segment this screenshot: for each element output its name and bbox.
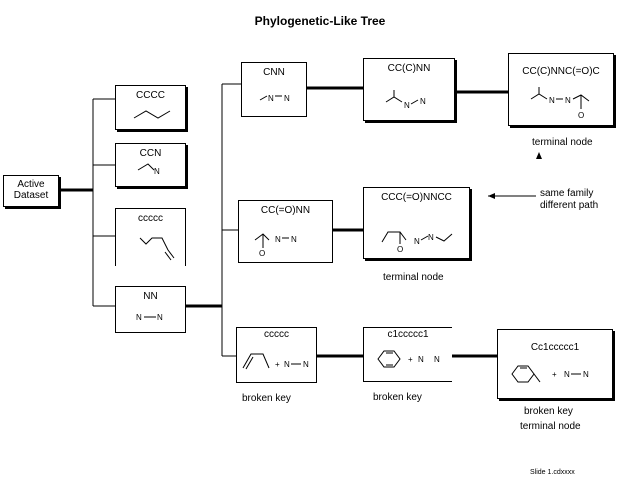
atom-label: N — [136, 313, 142, 322]
methylhydrazine-structure: N N — [259, 94, 290, 103]
atom-label: N — [414, 237, 420, 246]
atom-label: O — [397, 245, 403, 254]
isopropylhydrazine-structure: N N — [385, 90, 426, 110]
caption-same-family: same family — [540, 188, 594, 199]
caption-different-path: different path — [540, 200, 599, 211]
node-smiles-label: ccccc — [264, 329, 289, 340]
hydrazine-structure: N N — [136, 313, 163, 322]
node-ccccc-col2: ccccc + N N — [236, 327, 317, 383]
atom-label: N — [303, 360, 309, 369]
node-isopropylhydrazine: CC(C)NN N N — [363, 58, 455, 121]
active-dataset-line1: Active — [17, 179, 45, 190]
atom-label: N — [284, 360, 290, 369]
node-smiles-label: CCN — [139, 148, 162, 159]
node-smiles-label: CC(=O)NN — [260, 205, 311, 216]
atom-label: N — [404, 101, 410, 110]
node-ccccc-col1: ccccc — [115, 208, 186, 266]
pentadiene-structure — [139, 237, 175, 261]
node-smiles-label: CCC(=O)NNCC — [381, 192, 452, 203]
atom-label: N — [420, 97, 426, 106]
node-toluene: Cc1ccccc1 + N N — [497, 329, 613, 399]
atom-label: N — [157, 313, 163, 322]
caption-broken-key-col3: broken key — [373, 392, 422, 403]
node-smiles-label: CC(C)NNC(=O)C — [522, 66, 600, 77]
active-dataset-line2: Dataset — [13, 190, 49, 201]
caption-broken-key-col4: broken key — [524, 406, 573, 417]
node-smiles-label: ccccc — [138, 213, 163, 224]
plus-sign: + — [275, 360, 280, 369]
butane-structure — [133, 110, 171, 119]
atom-label: N — [268, 94, 274, 103]
active-dataset-node: Active Dataset — [3, 175, 59, 207]
node-smiles-label: CNN — [263, 67, 285, 78]
atom-label: N — [434, 355, 440, 364]
node-smiles-label: CC(C)NN — [387, 63, 431, 74]
caption-terminal-node-bottom: terminal node — [520, 421, 581, 432]
atom-label: N — [549, 96, 555, 105]
node-ccn: CCN N — [115, 143, 186, 187]
atom-label: N — [583, 370, 589, 379]
atom-label: O — [578, 111, 584, 120]
atom-label: N — [275, 235, 281, 244]
diene-plus-hydrazine-structure: + N N — [242, 353, 309, 370]
node-smiles-label: NN — [143, 291, 158, 302]
acetyl-isopropylhydrazine-structure: N N O — [530, 87, 590, 120]
ethylamine-structure: N — [137, 163, 160, 176]
node-acetyl-isopropylhydrazine: CC(C)NNC(=O)C N N O — [508, 53, 614, 126]
acetylhydrazine-structure: O N N — [254, 233, 297, 258]
node-smiles-label: CCCC — [136, 90, 165, 101]
plus-sign: + — [552, 370, 557, 379]
node-smiles-label: c1ccccc1 — [387, 329, 429, 340]
node-propionylhydrazine: CCC(=O)NNCC O N N — [363, 187, 470, 259]
caption-broken-key-col2: broken key — [242, 393, 291, 404]
diagram-title: Phylogenetic-Like Tree — [254, 14, 386, 28]
node-acetylhydrazine: CC(=O)NN O N N — [238, 200, 333, 263]
plus-sign: + — [408, 355, 413, 364]
atom-label: N — [565, 96, 571, 105]
slide-id: Slide 1.cdxxxx — [530, 469, 575, 476]
node-smiles-label: Cc1ccccc1 — [530, 342, 580, 353]
atom-label: N — [564, 370, 570, 379]
atom-label: N — [284, 94, 290, 103]
atom-label: N — [418, 355, 424, 364]
toluene-plus-hydrazine-structure: + N N — [511, 365, 589, 383]
atom-label: N — [154, 167, 160, 176]
atom-label: N — [291, 235, 297, 244]
node-nn: NN N N — [115, 286, 186, 333]
caption-terminal-node-top: terminal node — [532, 137, 593, 148]
node-benzene: c1ccccc1 + N N — [363, 327, 452, 382]
caption-terminal-node-mid: terminal node — [383, 272, 444, 283]
atom-label: O — [259, 249, 265, 258]
node-cccc: CCCC — [115, 85, 186, 130]
benzene-plus-hydrazine-structure: + N N — [377, 350, 440, 368]
node-cnn: CNN N N — [241, 62, 307, 117]
atom-label: N — [428, 233, 434, 242]
propionyl-ethylhydrazine-structure: O N N — [381, 231, 453, 254]
